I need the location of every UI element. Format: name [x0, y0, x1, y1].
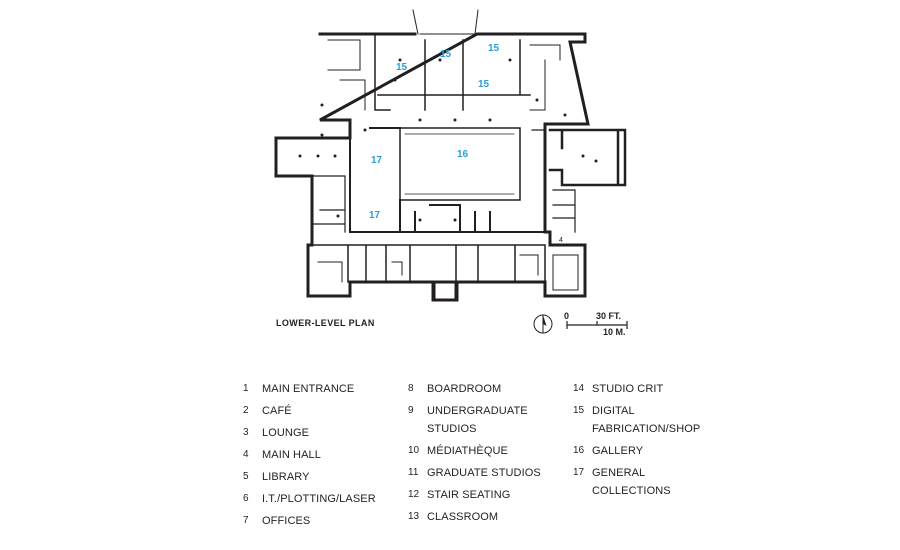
legend-number: 7: [243, 515, 249, 526]
legend-item: 17 GENERAL COLLECTIONS: [573, 464, 723, 500]
legend-item: 7 OFFICES: [243, 512, 393, 530]
legend-number: 6: [243, 493, 249, 504]
legend-item: 2 CAFÉ: [243, 402, 393, 420]
floor-plan-drawing: 15 15 15 15 16 17 17 4: [274, 9, 628, 334]
structural-columns: [298, 58, 598, 222]
legend-item: 12 STAIR SEATING: [408, 486, 558, 504]
right-partitions: [531, 129, 576, 233]
collections-wall: [349, 127, 546, 233]
room-number-16: 16: [457, 149, 469, 160]
legend-label: STUDIO CRIT: [592, 383, 664, 395]
legend-label: LIBRARY: [262, 471, 310, 483]
left-rooms: [311, 175, 346, 233]
legend-label: OFFICES: [262, 515, 311, 527]
legend-number: 9: [408, 405, 414, 416]
legend-number: 12: [408, 489, 420, 500]
scale-meters-label: 10 M.: [603, 327, 626, 337]
legend-number: 17: [573, 467, 585, 478]
legend-label: CAFÉ: [262, 405, 292, 417]
lower-bays: [311, 244, 546, 283]
legend-item: 14 STUDIO CRIT: [573, 380, 723, 398]
legend-item: 10 MÉDIATHÈQUE: [408, 442, 558, 460]
legend-label: UNDERGRADUATE STUDIOS: [427, 405, 528, 435]
legend-number: 11: [408, 467, 419, 478]
legend-number: 1: [243, 383, 249, 394]
stair-box: [432, 280, 458, 302]
legend-label: GALLERY: [592, 445, 644, 457]
legend-number: 15: [573, 405, 585, 416]
legend-number: 13: [408, 511, 420, 522]
room-mark: 4: [559, 237, 563, 244]
legend-number: 4: [243, 449, 249, 460]
legend-label: CLASSROOM: [427, 511, 499, 523]
legend-item: 16 GALLERY: [573, 442, 723, 460]
legend-number: 5: [243, 471, 249, 482]
legend-number: 8: [408, 383, 414, 394]
legend-label: STAIR SEATING: [427, 489, 511, 501]
legend-label: GRADUATE STUDIOS: [427, 467, 541, 479]
legend-item: 5 LIBRARY: [243, 468, 393, 486]
legend-item: 11 GRADUATE STUDIOS: [408, 464, 558, 482]
legend-item: 3 LOUNGE: [243, 424, 393, 442]
legend-label: LOUNGE: [262, 427, 310, 439]
legend-label: MÉDIATHÈQUE: [427, 445, 508, 457]
legend-item: 9 UNDERGRADUATE STUDIOS: [408, 402, 558, 438]
legend-item: 8 BOARDROOM: [408, 380, 558, 398]
room-number-15: 15: [440, 49, 452, 60]
room-number-15: 15: [478, 79, 490, 90]
top-wall-line: [374, 33, 531, 111]
room-number-17: 17: [369, 210, 381, 221]
legend-item: 15 DIGITAL FABRICATION/SHOP: [573, 402, 723, 438]
legend-item: 13 CLASSROOM: [408, 508, 558, 526]
legend-number: 10: [408, 445, 420, 456]
legend-number: 3: [243, 427, 249, 438]
legend-label: DIGITAL FABRICATION/SHOP: [592, 405, 701, 435]
scale-feet-label: 30 FT.: [596, 311, 622, 321]
scale-zero-label: 0: [564, 311, 570, 321]
legend-label: I.T./PLOTTING/LASER: [262, 493, 376, 505]
right-wing: [548, 128, 627, 187]
gallery-inner: [404, 133, 515, 195]
legend-label: MAIN HALL: [262, 449, 321, 461]
lower-bay-details: [317, 254, 579, 291]
outer-wall: [274, 32, 590, 302]
legend-number: 16: [573, 445, 585, 456]
plan-title: LOWER-LEVEL PLAN: [276, 318, 375, 328]
legend-number: 14: [573, 383, 585, 394]
legend-item: 4 MAIN HALL: [243, 446, 393, 464]
legend-label: GENERAL COLLECTIONS: [592, 467, 671, 497]
legend-column-3: 14 STUDIO CRIT 15 DIGITAL FABRICATION/SHOP…: [573, 380, 723, 504]
scale-bar: [566, 321, 628, 329]
room-number-15: 15: [396, 62, 408, 73]
legend-column-2: 8 BOARDROOM 9 UNDERGRADUATE STUDIOS 10 MÉDI…: [408, 380, 558, 530]
room-number-17: 17: [371, 155, 383, 166]
north-arrow-icon: [533, 314, 553, 334]
legend-number: 2: [243, 405, 249, 416]
legend-label: BOARDROOM: [427, 383, 502, 395]
legend-label: MAIN ENTRANCE: [262, 383, 355, 395]
legend-item: 1 MAIN ENTRANCE: [243, 380, 393, 398]
legend-item: 6 I.T./PLOTTING/LASER: [243, 490, 393, 508]
gallery-wall: [399, 127, 521, 201]
room-number-15: 15: [488, 43, 500, 54]
entrance-canopy: [412, 9, 479, 35]
top-partitions: [327, 39, 561, 111]
